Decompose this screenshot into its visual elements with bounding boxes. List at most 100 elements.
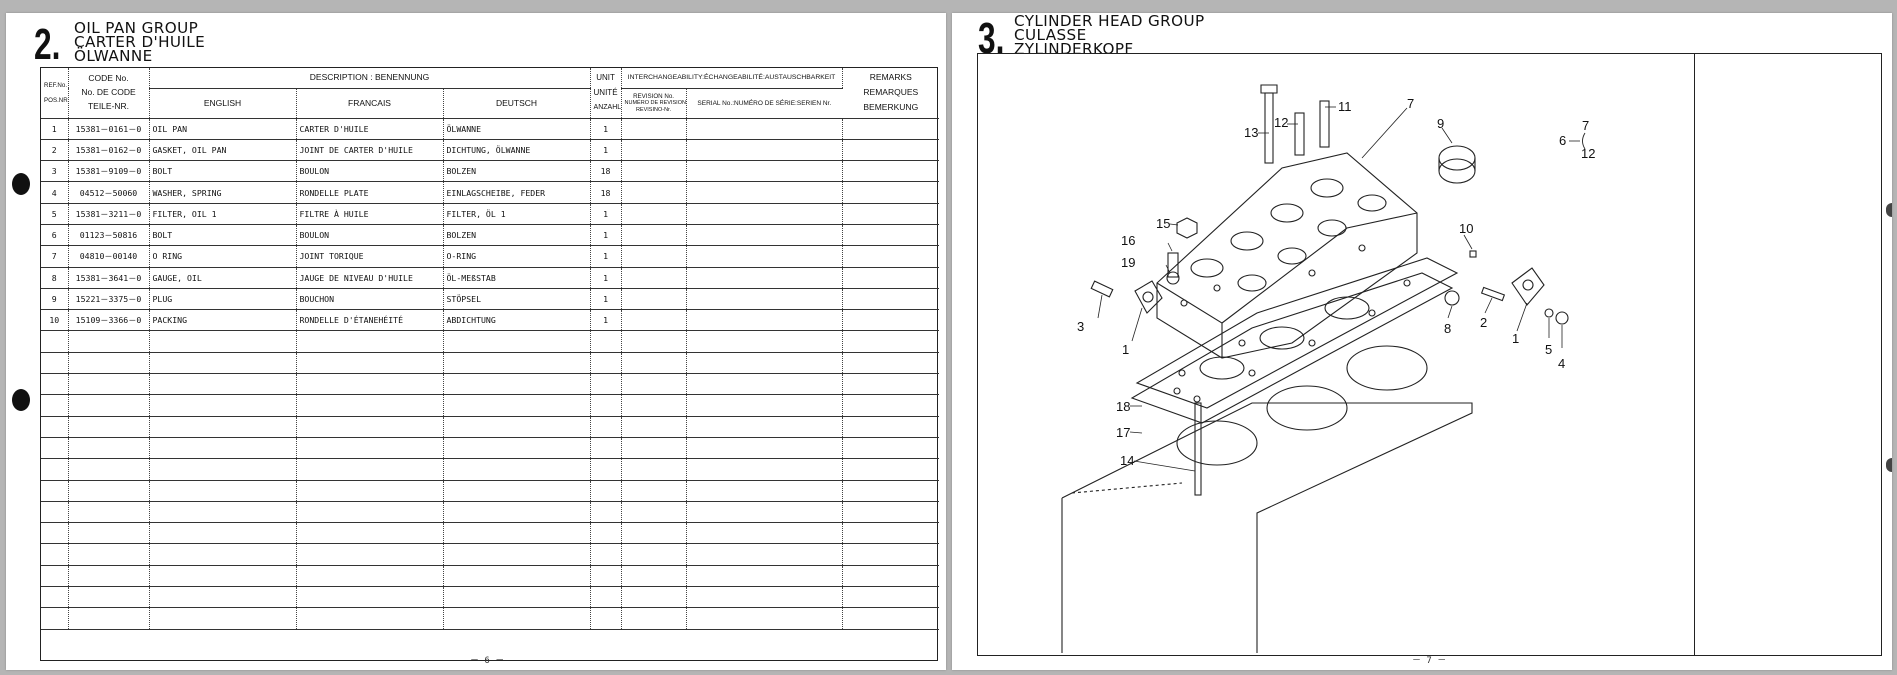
empty-cell: [41, 522, 69, 545]
callout-13: 13: [1244, 125, 1258, 140]
empty-cell: [443, 607, 591, 630]
empty-cell: [686, 501, 843, 524]
francais-cell: JOINT DE CARTER D'HUILE: [296, 139, 444, 162]
header-unit-line2: UNITÉ: [593, 88, 618, 98]
cylinder-head-ports: [1180, 178, 1387, 307]
empty-table-row: [41, 480, 940, 502]
callout-1-right: 1: [1512, 331, 1519, 346]
empty-cell: [68, 586, 150, 609]
empty-cell: [296, 607, 444, 630]
callout-1-left: 1: [1122, 342, 1129, 357]
remarks-cell: [842, 224, 940, 247]
header-code-line2: No. DE CODE: [81, 87, 136, 98]
empty-cell: [621, 352, 687, 375]
empty-cell: [686, 522, 843, 545]
callout-5: 5: [1545, 342, 1552, 357]
deutsch-cell: FILTER, ÖL 1: [443, 203, 591, 225]
empty-cell: [149, 565, 297, 588]
cylinder-head-exploded-drawing: 13 12 11 7 9 10 15 16 19 3 1 8 2 1 5 4 1…: [1061, 84, 1595, 653]
unit-cell: 18: [590, 181, 622, 204]
empty-cell: [443, 330, 591, 353]
code-cell: 15381－3641－0: [68, 267, 150, 289]
cylinder-head-body: [1156, 152, 1418, 359]
header-code-line3: TEILE-NR.: [87, 101, 130, 112]
serial-cell: [686, 203, 843, 225]
empty-cell: [842, 352, 940, 375]
plug-10: [1469, 250, 1477, 258]
empty-table-row: [41, 586, 940, 609]
serial-cell: [686, 160, 843, 183]
cap-9: [1438, 145, 1476, 171]
empty-cell: [590, 416, 622, 438]
serial-cell: [686, 309, 843, 332]
empty-cell: [621, 565, 687, 588]
empty-cell: [621, 437, 687, 460]
sleeve-12: [1294, 112, 1305, 156]
empty-cell: [296, 522, 444, 545]
english-cell: FILTER, OIL 1: [149, 203, 297, 225]
unit-cell: 1: [590, 203, 622, 225]
empty-cell: [443, 352, 591, 375]
section-title-french: CULASSE: [1014, 26, 1087, 44]
empty-cell: [68, 352, 150, 375]
code-cell: 15109－3366－0: [68, 309, 150, 332]
remarks-cell: [842, 267, 940, 289]
francais-cell: BOULON: [296, 160, 444, 183]
block-bore-2: [1266, 385, 1348, 431]
callout-15: 15: [1156, 216, 1170, 231]
header-interchange: INTERCHANGEABILITY:ÉCHANGEABILITÉ:AUSTAU…: [621, 68, 843, 89]
deutsch-cell: EINLAGSCHEIBE, FEDER: [443, 181, 591, 204]
empty-cell: [686, 352, 843, 375]
empty-cell: [443, 501, 591, 524]
english-cell: O RING: [149, 245, 297, 268]
empty-cell: [443, 437, 591, 460]
bolt-13: [1264, 92, 1274, 164]
english-cell: PLUG: [149, 288, 297, 311]
empty-cell: [68, 480, 150, 502]
bolt-13-head: [1260, 84, 1278, 94]
header-code: CODE No. No. DE CODE TEILE-NR.: [68, 68, 150, 119]
unit-cell: 1: [590, 245, 622, 268]
exploded-diagram-frame: [977, 53, 1882, 656]
bolt-16: [1167, 252, 1179, 278]
header-remarks-line1: REMARKS: [869, 72, 912, 83]
empty-cell: [296, 501, 444, 524]
empty-cell: [621, 416, 687, 438]
unit-cell: 18: [590, 160, 622, 183]
washer-19: [1166, 271, 1180, 285]
ref-cell: 7: [41, 245, 69, 268]
header-revision-line2: NUMÉRO DE REVISION: [624, 99, 686, 106]
deutsch-cell: ÖLWANNE: [443, 118, 591, 140]
empty-cell: [149, 394, 297, 417]
header-unit-line1: UNIT: [596, 73, 615, 83]
empty-cell: [68, 458, 150, 481]
empty-cell: [296, 565, 444, 588]
empty-cell: [149, 501, 297, 524]
empty-cell: [621, 607, 687, 630]
empty-table-row: [41, 607, 940, 630]
ref-cell: 5: [41, 203, 69, 225]
empty-cell: [842, 373, 940, 396]
empty-cell: [443, 458, 591, 481]
empty-cell: [149, 416, 297, 438]
empty-cell: [842, 437, 940, 460]
empty-cell: [296, 394, 444, 417]
header-deutsch: DEUTSCH: [443, 88, 591, 119]
page-edge-mark-bottom: [1886, 458, 1892, 472]
francais-cell: RONDELLE D'ÉTANEHÉITÉ: [296, 309, 444, 332]
callout-8: 8: [1444, 321, 1451, 336]
empty-cell: [443, 416, 591, 438]
stud-2: [1480, 286, 1506, 302]
empty-table-row: [41, 373, 940, 396]
header-unit: UNIT UNITÉ ANZAHL: [590, 68, 622, 119]
header-remarks: REMARKS REMARQUES BEMERKUNG: [842, 68, 940, 119]
empty-table-row: [41, 565, 940, 588]
parts-table: REF.No. POS.NR. CODE No. No. DE CODE TEI…: [40, 67, 940, 661]
empty-cell: [590, 458, 622, 481]
revision-cell: [621, 309, 687, 332]
empty-cell: [41, 501, 69, 524]
empty-cell: [41, 416, 69, 438]
